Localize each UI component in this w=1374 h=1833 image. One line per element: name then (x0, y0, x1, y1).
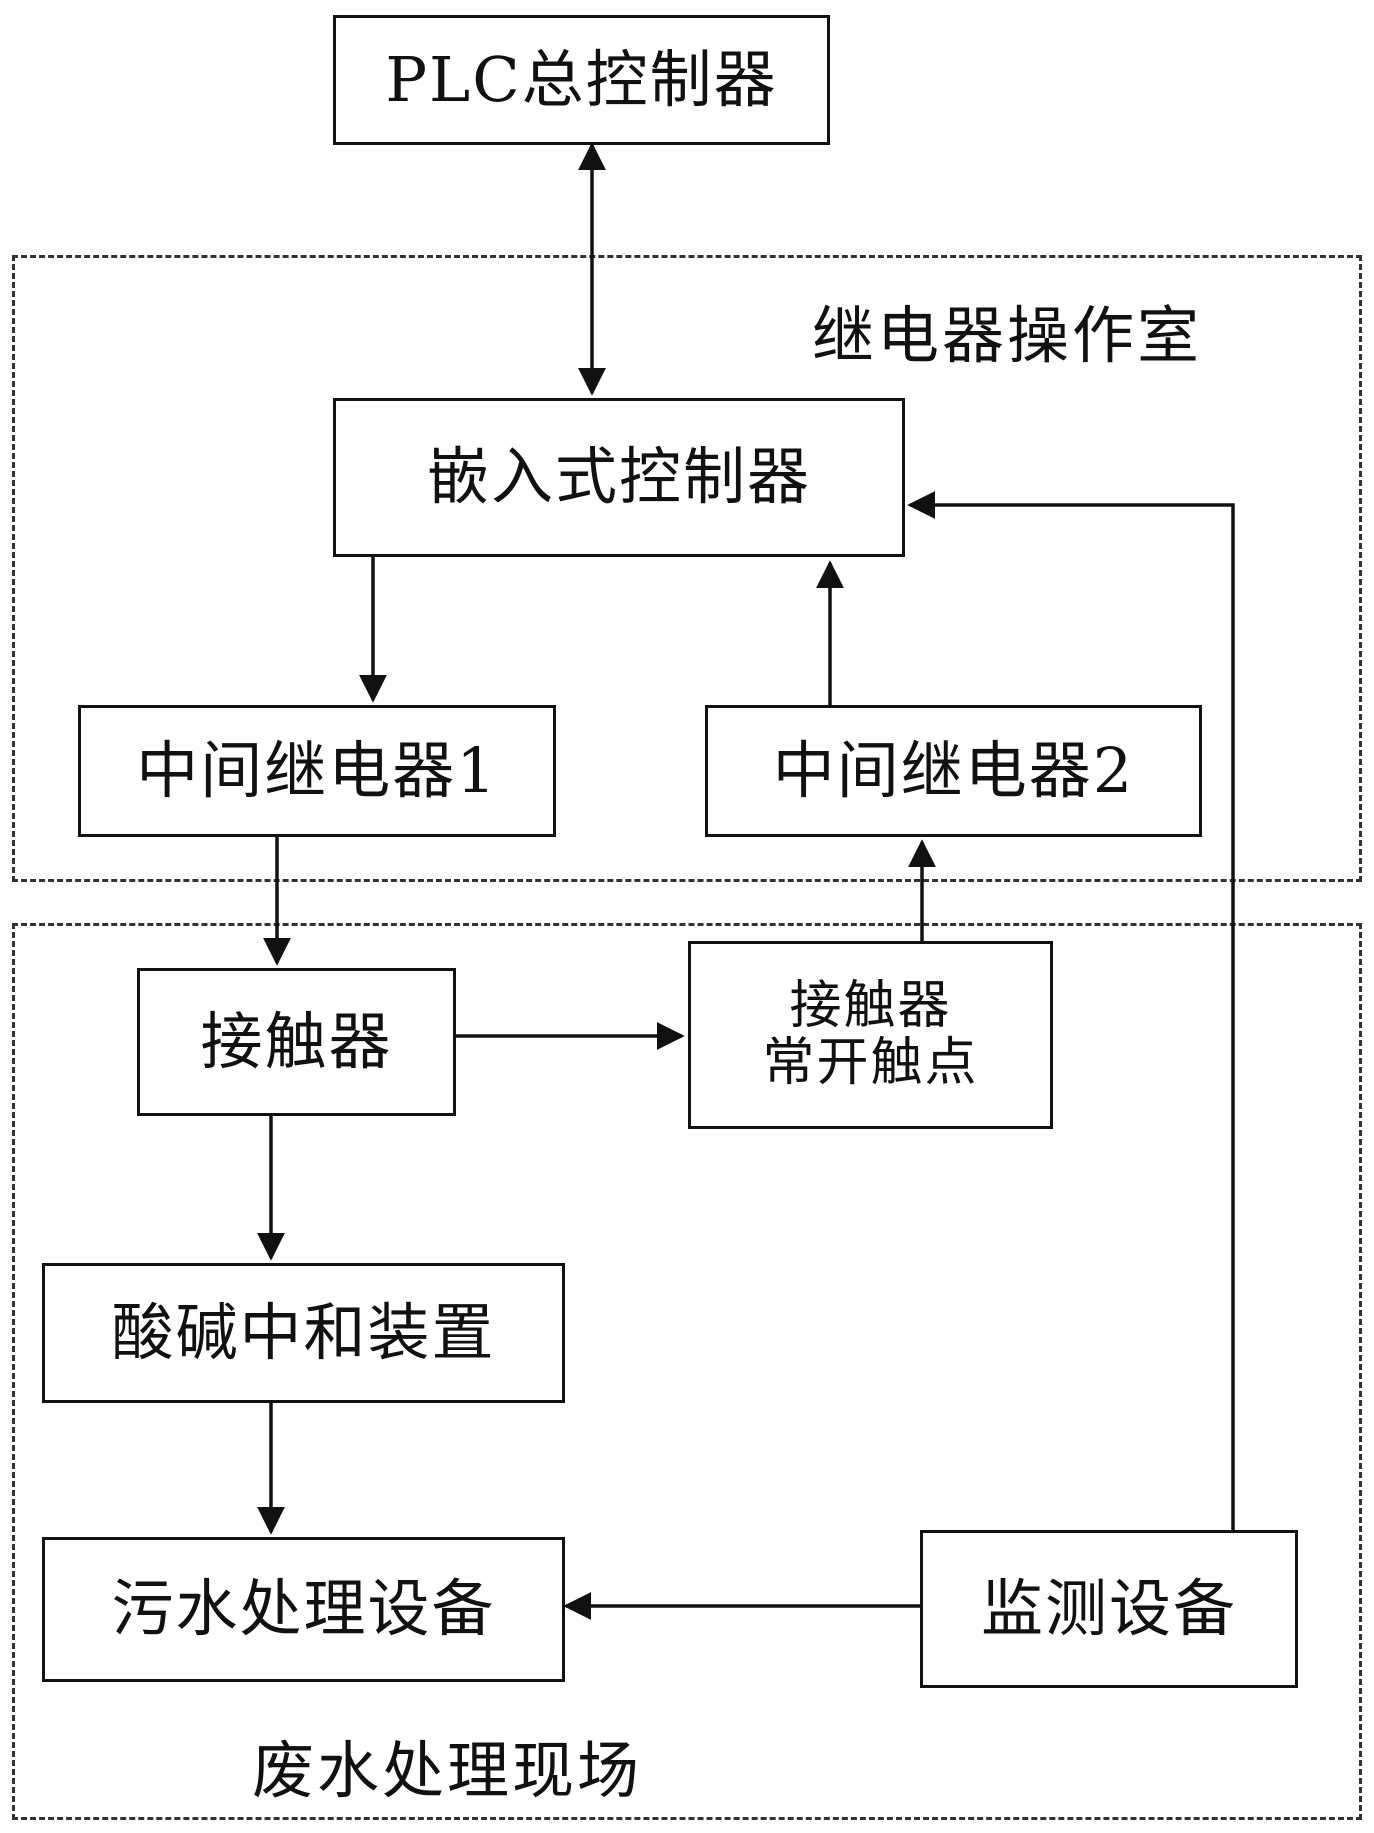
sewage-treatment-box: 污水处理设备 (42, 1537, 565, 1682)
plc-controller-box: PLC总控制器 (333, 15, 830, 145)
monitoring-equipment-box: 监测设备 (920, 1530, 1298, 1688)
wastewater-site-label: 废水处理现场 (252, 1734, 643, 1807)
contactor-no-contact-box: 接触器 常开触点 (688, 941, 1053, 1129)
contact-label-line2: 常开触点 (762, 1033, 979, 1093)
acid-base-neutralizer-box: 酸碱中和装置 (42, 1263, 565, 1403)
contactor-box: 接触器 (137, 968, 456, 1116)
relay-room-region (12, 255, 1362, 882)
intermediate-relay-1-box: 中间继电器1 (78, 705, 556, 837)
edge-monitor-embedded (907, 491, 1235, 1530)
relay-room-label: 继电器操作室 (812, 299, 1203, 372)
contact-label-line1: 接触器 (789, 975, 952, 1036)
embedded-controller-box: 嵌入式控制器 (333, 398, 905, 557)
intermediate-relay-2-box: 中间继电器2 (705, 705, 1202, 837)
wastewater-site-region (12, 923, 1362, 1820)
